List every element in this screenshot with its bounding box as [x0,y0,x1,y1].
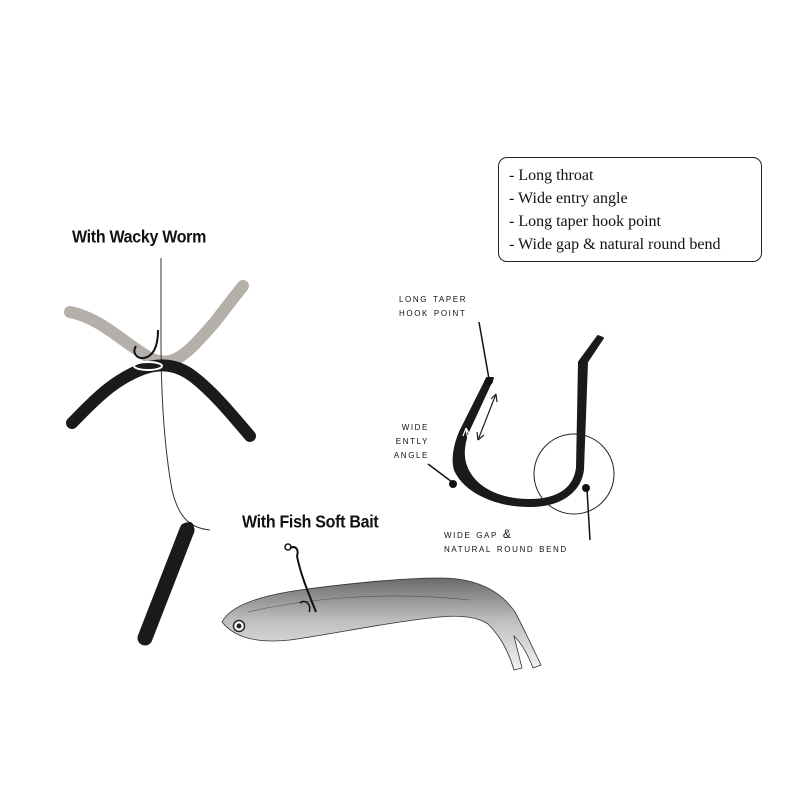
wacky-worm-rig [64,258,256,646]
fish-hook-icon [289,546,317,613]
entry-arrowhead [517,487,527,496]
feature-item: - Wide gap & natural round bend [509,236,721,253]
entry-callout: Wide ently angle [369,419,429,461]
fish-lateral-line [247,595,471,613]
hook-shape [452,335,604,507]
feature-item: - Wide entry angle [509,190,628,207]
taper-dot [485,377,493,385]
callout-line: natural round bend [444,541,568,555]
o-ring [133,361,163,371]
wacky-worm-back [64,280,249,368]
callout-line: Long taper [399,291,468,305]
feature-item: - Long taper hook point [509,213,661,230]
callout-line: angle [393,447,429,461]
fish-body [221,577,542,671]
fish-hook-shank-mark [299,600,311,613]
taper-callout: Long taper hook point [399,291,467,319]
entry-arrowhead-top [462,427,471,437]
gap-circle [533,433,615,515]
gap-leader [586,488,591,541]
fish-soft-bait [221,543,542,671]
sinker-weight [137,522,195,646]
callout-line: hook point [399,305,467,319]
wacky-worm-front [66,359,256,442]
features-list: - Long throat - Wide entry angle - Long … [498,157,762,262]
taper-arrowhead-high [490,393,498,403]
taper-arrow [477,393,497,441]
fishing-line [160,258,211,531]
main-hook [427,321,615,541]
entry-dot [449,480,457,488]
entry-leader [427,463,453,483]
callout-line: ently [395,433,429,447]
fish-hook-eye [284,543,292,551]
feature-item: - Long throat [509,167,594,184]
gap-dot [582,484,590,492]
fish-soft-bait-title: With Fish Soft Bait [242,512,379,532]
callout-line: Wide [401,419,429,433]
taper-leader [478,321,490,380]
wacky-worm-title: With Wacky Worm [72,227,207,247]
fish-pupil [236,623,242,629]
callout-line: Wide gap & [444,527,513,541]
taper-arrowhead-low [476,431,485,441]
gap-callout: Wide gap & natural round bend [444,527,568,555]
wacky-hook-icon [133,329,159,360]
entry-arrow [465,427,527,493]
sinker-eye [183,522,194,531]
